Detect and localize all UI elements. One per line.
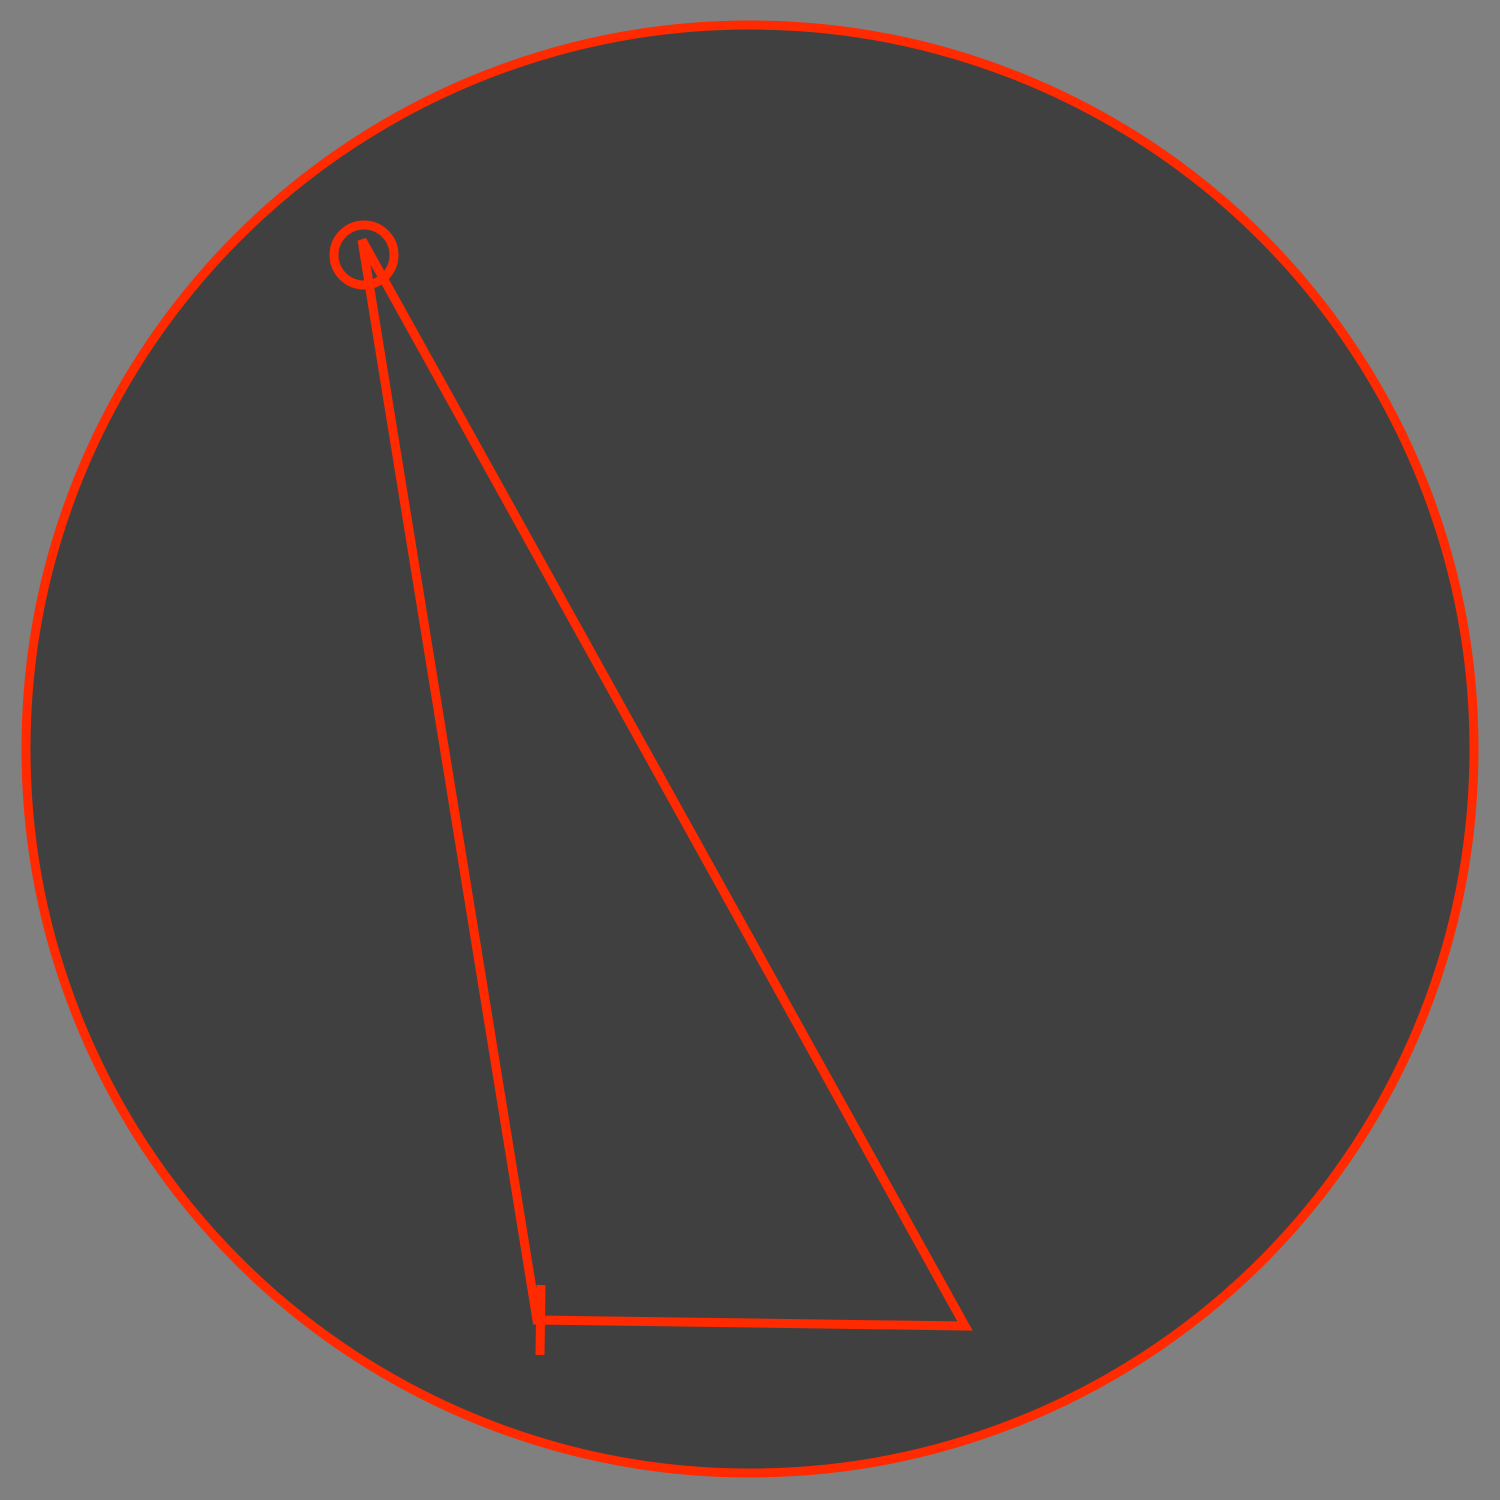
- apex-marker-circle: [329, 220, 399, 290]
- sail-triangle: [357, 237, 973, 1331]
- mast-mark: [535, 1284, 546, 1356]
- outer-circle: [21, 20, 1479, 1478]
